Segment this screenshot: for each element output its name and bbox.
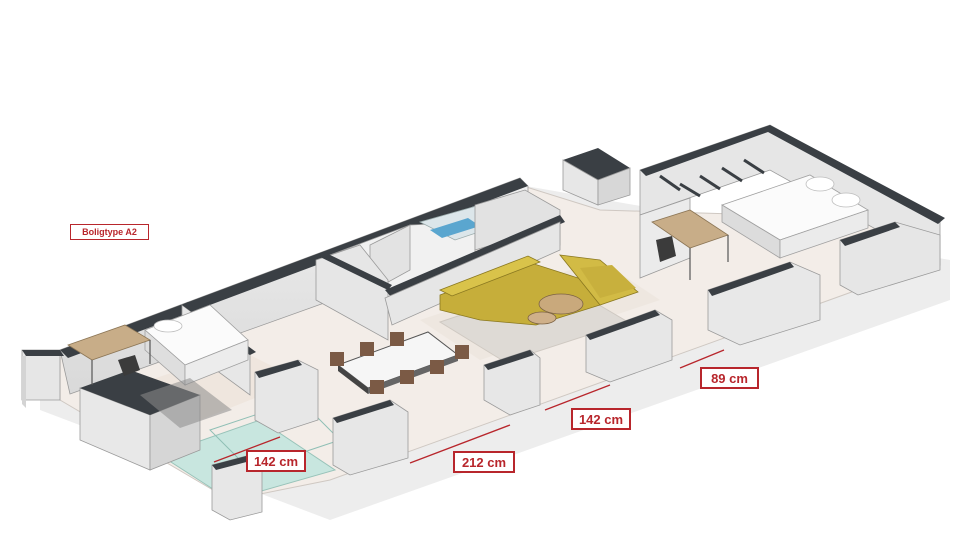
bed-right [721,174,869,259]
bathroom-wall [384,189,565,326]
dimension-line-212 [409,424,511,464]
dimension-line-142a [544,384,611,411]
plan-type-label: Boligtype A2 [70,224,149,240]
dining-set [330,331,469,394]
desk-right [651,209,729,280]
front-wall-blocks [211,309,673,521]
desk-left [67,324,151,385]
wardrobe-dividers [659,158,765,198]
rug-left [140,378,232,428]
dimension-label-212cm: 212 cm [453,451,515,473]
dimension-label-142cm-right: 142 cm [571,408,631,430]
dimension-lines [213,349,725,464]
left-wall [21,349,64,408]
right-wall-blocks [707,221,941,346]
coffee-tables [527,293,584,325]
dimension-line-142b [213,436,281,463]
dimension-line-89 [679,349,725,369]
central-column [562,148,631,206]
bathroom [315,204,518,341]
dimension-label-142cm-left: 142 cm [246,450,306,472]
dimension-label-89cm: 89 cm [700,367,759,389]
